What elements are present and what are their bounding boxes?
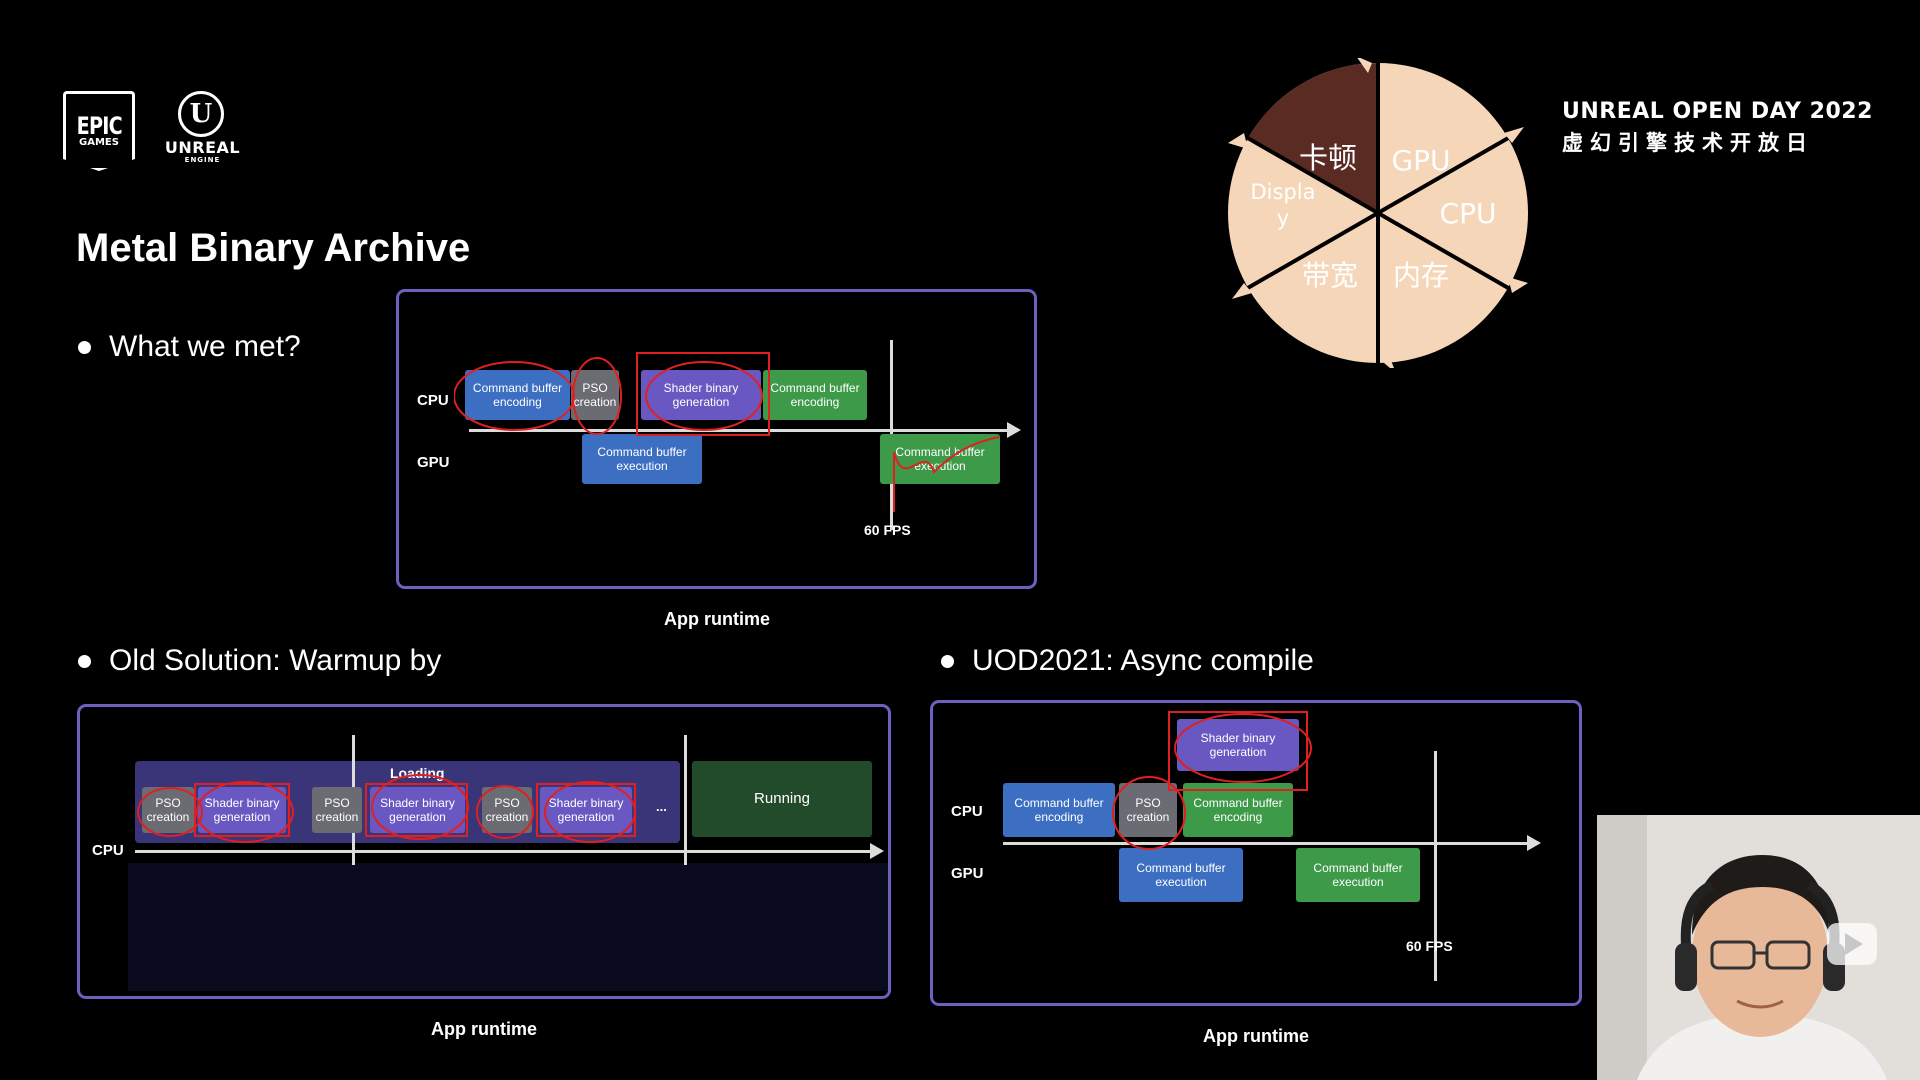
wheel-label-stutter: 卡顿 [1299,141,1357,175]
wheel-highlight-segment [1248,62,1378,213]
annotation-box [636,352,770,436]
presenter-webcam [1597,815,1920,1080]
wheel-label-display-line2: y [1277,206,1289,230]
diagram2-lower-area [128,863,888,991]
wheel-label-cpu: CPU [1440,197,1497,230]
cpu-timeline-axis [1003,842,1531,845]
unreal-engine-logo-subtext: ENGINE [184,156,221,164]
slide-title: Metal Binary Archive [76,226,471,270]
cpu-timeline-axis [135,850,875,853]
bullet-old-solution: Old Solution: Warmup by [78,644,441,678]
fps-marker-label: 60 FPS [864,522,911,538]
gpu-label: GPU [951,865,984,882]
annotation-box [194,783,290,837]
unreal-engine-logo-text: UNREAL [164,138,241,157]
gpu-label: GPU [417,454,450,471]
event-subtitle: 虚幻引擎技术开放日 [1562,131,1814,155]
bullet-what-we-met: What we met? [78,330,301,364]
cpu-label: CPU [92,842,124,859]
bullet-dot [78,340,91,354]
epic-games-logo: EPIC GAMES [63,91,135,171]
red-annotation-scribbles [1112,713,1312,850]
performance-wheel: 卡顿 GPU CPU 内存 带宽 Displa y [1228,58,1528,368]
wheel-label-gpu: GPU [1391,144,1450,177]
bullet-uod2021: UOD2021: Async compile [941,644,1314,678]
cpu-label: CPU [951,803,983,820]
play-button-icon[interactable] [1827,923,1877,965]
frame-marker-line [1434,751,1437,981]
ellipsis-label: ... [656,799,667,814]
bullet-dot [941,654,954,668]
wheel-label-display-line1: Displa [1251,180,1316,204]
timeline-arrow-icon [870,843,884,859]
unreal-engine-logo-mark: U [178,91,224,137]
bullet-dot [78,654,91,668]
phase-marker-line-2 [684,735,687,865]
presenter-video-feed [1597,815,1920,1080]
annotation-box [1168,711,1308,791]
running-phase-block: Running [692,761,872,837]
wheel-label-memory: 内存 [1393,259,1449,292]
fps-marker-label: 60 FPS [1406,938,1453,954]
diagram3-caption: App runtime [1203,1026,1309,1046]
red-annotation-scribbles [454,357,1000,512]
cpu-label: CPU [417,392,449,409]
diagram1-caption: App runtime [664,609,770,629]
wheel-label-bandwidth: 带宽 [1302,259,1358,292]
event-title: UNREAL OPEN DAY 2022 [1562,99,1873,124]
red-annotation-scribbles [137,774,636,843]
cpu-timeline-axis [469,429,1009,432]
diagram2-caption: App runtime [431,1019,537,1039]
timeline-arrow-icon [1007,422,1021,438]
timeline-arrow-icon [1527,835,1541,851]
